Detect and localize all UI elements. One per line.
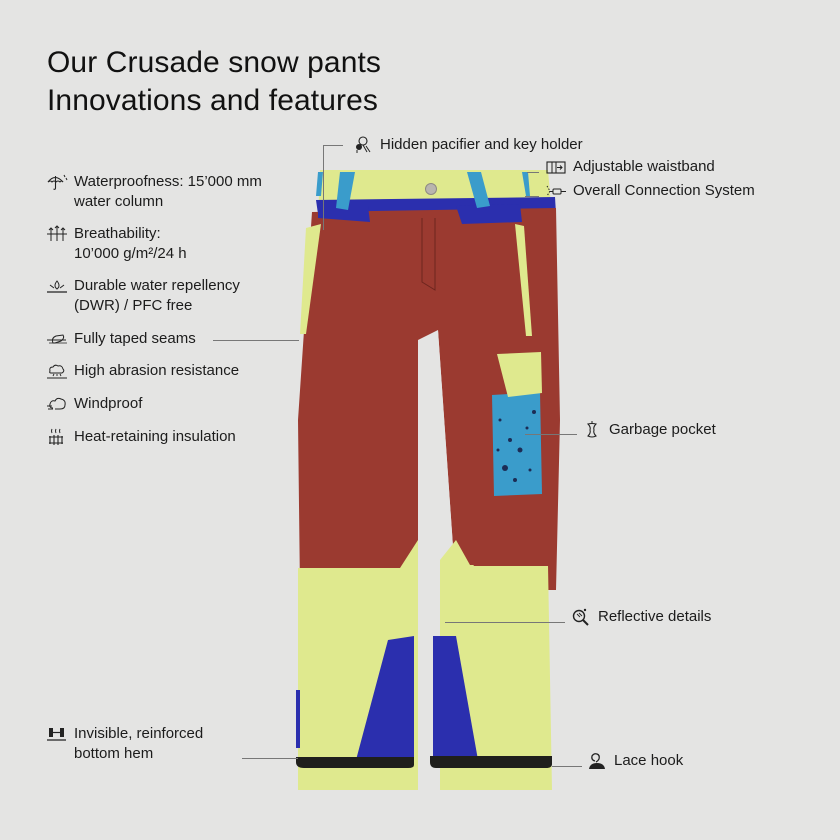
leader-line-garbage-pocket [525,434,577,435]
feature-line: Hidden pacifier and key holder [380,136,583,153]
feature-line: Durable water repellency [74,277,240,294]
leader-line-pacifier-vertical [323,145,324,230]
taped-seam-icon [46,330,68,348]
feature-line: Breathability: [74,225,161,242]
feature-waterproofness: Waterproofness: 15’000 mm water column [47,172,262,212]
feature-bottom-hem: Invisible, reinforced bottom hem [47,724,204,764]
feature-line: 10’000 g/m²/24 h [74,245,187,262]
feature-line: bottom hem [74,745,154,762]
feature-pacifier-holder: Hidden pacifier and key holder [356,135,583,155]
leader-line-lace-hook [552,766,582,767]
wind-cloud-icon [46,395,68,413]
leader-line-waistband [527,172,539,173]
feature-breathability: Breathability: 10’000 g/m²/24 h [47,224,187,264]
feature-reflective-details: Reflective details [572,607,712,627]
feature-line: Reflective details [598,608,712,625]
feature-abrasion: High abrasion resistance [47,361,240,381]
feature-windproof: Windproof [47,394,143,414]
feature-lace-hook: Lace hook [589,751,684,771]
water-drop-repellent-icon [46,277,68,295]
feature-line: Invisible, reinforced [74,725,204,742]
leader-line-pacifier-horizontal [323,145,343,146]
feature-line: Adjustable waistband [573,158,715,175]
title-line-1: Our Crusade snow pants [47,46,382,79]
feature-line: Windproof [74,395,143,412]
leader-line-taped-seams [213,340,299,341]
adjustable-waistband-icon [545,158,567,176]
page-title: Our Crusade snow pants Innovations and f… [47,44,381,120]
breathability-arrows-icon [46,225,68,243]
leader-line-reflective [445,622,565,623]
feature-insulation: Heat-retaining insulation [49,427,236,447]
feature-line: Heat-retaining insulation [74,428,236,445]
feature-dwr: Durable water repellency (DWR) / PFC fre… [47,276,240,316]
feature-line: water column [74,193,164,210]
feature-garbage-pocket: Garbage pocket [586,420,716,440]
feature-adjustable-waistband: Adjustable waistband [546,157,715,177]
radiator-heat-icon [46,428,68,446]
title-line-2: Innovations and features [47,84,378,117]
feature-line: (DWR) / PFC free [74,297,193,314]
abrasion-icon [46,362,68,380]
apple-core-icon [581,421,603,439]
reinforced-hem-icon [46,725,68,743]
feature-line: Waterproofness: 15’000 mm [74,173,262,190]
umbrella-rain-icon [46,173,68,191]
lace-hook-icon [586,752,608,770]
feature-line: Lace hook [614,752,684,769]
reflective-magnifier-icon [570,608,592,626]
feature-line: Garbage pocket [609,421,716,438]
leader-line-connection [525,196,539,197]
feature-connection-system: Overall Connection System [546,181,755,201]
leader-line-hem [242,758,298,759]
feature-taped-seams: Fully taped seams [47,329,196,349]
feature-line: Fully taped seams [74,330,196,347]
connection-system-icon [545,182,567,200]
pacifier-key-icon [352,136,374,154]
feature-line: Overall Connection System [573,182,755,199]
feature-line: High abrasion resistance [74,362,240,379]
